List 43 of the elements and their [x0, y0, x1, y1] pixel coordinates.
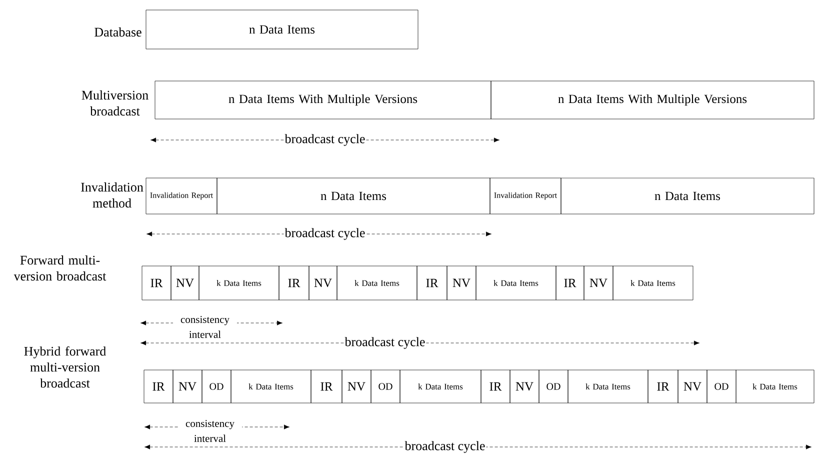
cell: IR	[142, 266, 172, 300]
cell: Invalidation Report	[490, 178, 562, 214]
cell: n Data Items With Multiple Versions	[154, 80, 492, 120]
cell: IR	[556, 266, 584, 300]
cell: n Data Items	[216, 178, 490, 214]
dimension-label: broadcast cycle	[344, 336, 426, 350]
cell: k Data Items	[230, 370, 312, 404]
cell: NV	[446, 266, 476, 300]
cell: OD	[202, 370, 232, 404]
dimension-label: broadcast cycle	[404, 440, 486, 454]
cell: NV	[342, 370, 372, 404]
cell: k Data Items	[568, 370, 648, 404]
cell: OD	[370, 370, 400, 404]
cell: NV	[170, 266, 200, 300]
cell: OD	[538, 370, 568, 404]
dimension-label: consistency interval	[173, 314, 237, 340]
cell: IR	[278, 266, 310, 300]
cell: k Data Items	[736, 370, 814, 404]
cell: NV	[584, 266, 614, 300]
cell: n Data Items	[560, 178, 814, 214]
dimension-label: broadcast cycle	[284, 227, 366, 241]
cell: IR	[310, 370, 342, 404]
cell: Invalidation Report	[146, 178, 218, 214]
cell: n Data Items With Multiple Versions	[490, 80, 814, 120]
dimension-label: broadcast cycle	[284, 133, 366, 147]
cell: IR	[144, 370, 174, 404]
cell: k Data Items	[198, 266, 280, 300]
cell: NV	[510, 370, 540, 404]
cell: IR	[416, 266, 448, 300]
cell: k Data Items	[336, 266, 418, 300]
row-label: Hybrid forward multi-version broadcast	[24, 346, 106, 388]
cell: n Data Items	[146, 10, 418, 50]
cell: k Data Items	[476, 266, 556, 300]
cell: k Data Items	[400, 370, 482, 404]
cell: NV	[678, 370, 708, 404]
dimension-label: consistency interval	[178, 418, 242, 444]
cell: NV	[308, 266, 338, 300]
row-label: Forward multi-version broadcast	[14, 255, 106, 281]
cell: IR	[480, 370, 510, 404]
cell: OD	[706, 370, 736, 404]
cell: NV	[172, 370, 202, 404]
cell: k Data Items	[612, 266, 694, 300]
cell: IR	[648, 370, 678, 404]
